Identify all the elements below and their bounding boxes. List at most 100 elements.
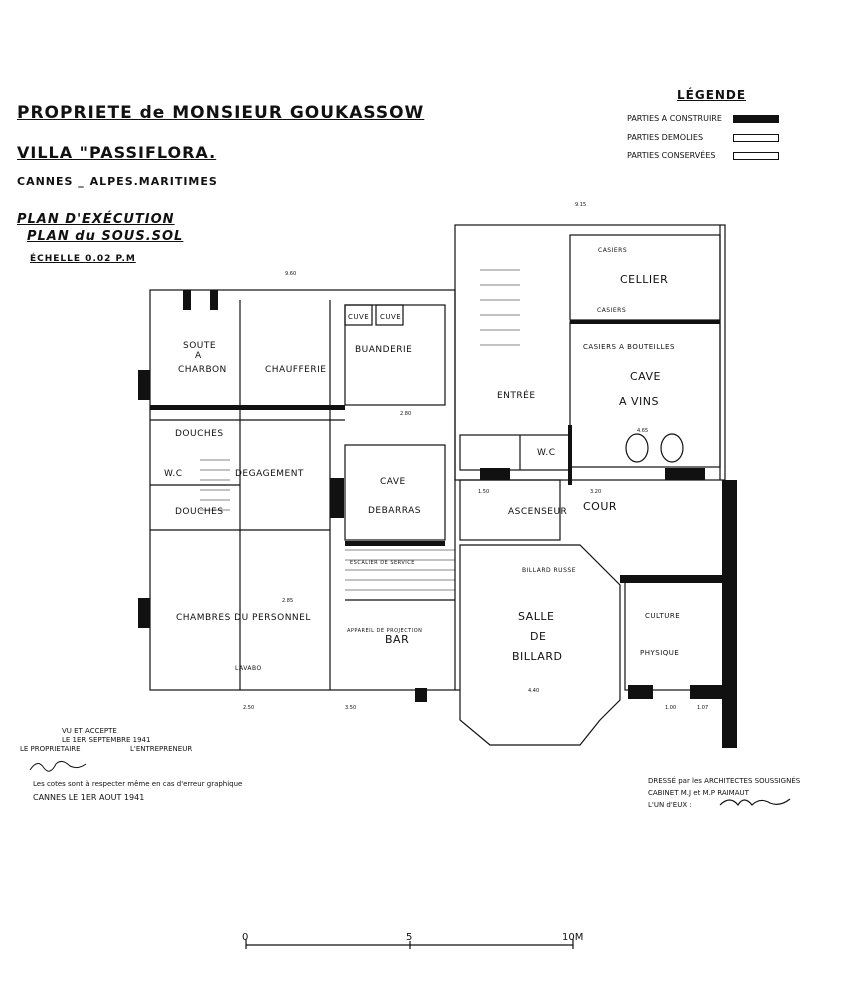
dimension-label: 3.50 xyxy=(345,705,356,711)
title-owner: PROPRIETE de MONSIEUR GOUKASSOW xyxy=(17,103,425,123)
new-wall xyxy=(665,468,705,480)
architects-line1: DRESSÉ par les ARCHITECTES SOUSSIGNÉS xyxy=(648,777,801,785)
room-label-cave-vins: A VINS xyxy=(619,395,659,408)
room-label-cave-debarras: DEBARRAS xyxy=(368,506,421,516)
outer-wall-left xyxy=(149,289,456,691)
room-label-appareil: APPAREIL DE PROJECTION xyxy=(347,628,422,634)
dimension-label: 2.85 xyxy=(282,598,293,604)
dimension-label: 2.80 xyxy=(400,411,411,417)
new-wall xyxy=(415,688,427,702)
room-label-casiers: CASIERS xyxy=(598,247,627,254)
title-location: CANNES _ ALPES.MARITIMES xyxy=(17,175,218,188)
room-label-degagement: DEGAGEMENT xyxy=(235,469,304,479)
dimension-label: 2.50 xyxy=(243,705,254,711)
room-label-ascenseur: ASCENSEUR xyxy=(508,507,567,517)
legend-item-demolies: PARTIES DEMOLIES xyxy=(627,133,779,142)
cuve-wall xyxy=(375,304,404,326)
dimension-label: 1.07 xyxy=(697,705,708,711)
room-label-billard: BILLARD xyxy=(512,650,562,663)
dimension-label: 3.20 xyxy=(590,489,601,495)
architects-line2: CABINET M.J et M.P RAIMAUT xyxy=(648,789,749,797)
legend-label: PARTIES A CONSTRUIRE xyxy=(627,114,722,123)
room-label-culture: CULTURE xyxy=(645,612,680,620)
room-label-chambres: CHAMBRES DU PERSONNEL xyxy=(176,613,311,623)
room-label-cave-vins: CAVE xyxy=(630,370,661,383)
new-wall xyxy=(330,478,344,518)
cave-debarras-wall xyxy=(344,444,446,541)
new-wall xyxy=(138,370,150,400)
scale-label: 10M xyxy=(562,932,583,943)
new-wall xyxy=(480,468,510,480)
approval-date: CANNES LE 1ER AOUT 1941 xyxy=(33,793,145,802)
dimension-label: 4.65 xyxy=(637,428,648,434)
legend-swatch xyxy=(733,151,779,160)
room-label-douches: DOUCHES xyxy=(175,429,224,439)
room-label-billard-russe: BILLARD RUSSE xyxy=(522,567,576,574)
scale-bar xyxy=(245,939,574,949)
new-wall xyxy=(690,685,722,699)
billard-wall xyxy=(459,544,621,746)
plan-scale: ÉCHELLE 0.02 P.M xyxy=(30,254,136,264)
dimension-label: 1.50 xyxy=(478,489,489,495)
new-wall xyxy=(722,480,737,748)
plan-type: PLAN D'EXÉCUTION xyxy=(17,212,175,227)
legend-label: PARTIES DEMOLIES xyxy=(627,133,704,142)
room-label-cave-debarras: CAVE xyxy=(380,477,406,487)
dimension-label: 4.40 xyxy=(528,688,539,694)
cuve-wall xyxy=(344,304,373,326)
new-wall xyxy=(345,541,445,546)
legend-swatch xyxy=(733,133,779,142)
new-wall xyxy=(210,290,218,310)
new-wall xyxy=(568,425,572,485)
scale-label: 5 xyxy=(406,932,412,943)
approval-owner: LE PROPRIETAIRE xyxy=(20,745,81,753)
approval-contractor: L'ENTREPRENEUR xyxy=(130,745,193,753)
room-label-lavabo: LAVABO xyxy=(235,665,262,672)
room-label-cuve: CUVE xyxy=(380,313,401,321)
dimension-label: 9.60 xyxy=(285,271,296,277)
new-wall xyxy=(183,290,191,310)
approval-line1: VU ET ACCEPTE xyxy=(62,727,117,735)
room-label-buanderie: BUANDERIE xyxy=(355,345,412,355)
title-villa: VILLA "PASSIFLORA. xyxy=(17,143,217,162)
new-wall xyxy=(620,575,722,583)
room-label-cour: COUR xyxy=(583,500,617,513)
barrel-icon xyxy=(660,433,684,463)
room-label-physique: PHYSIQUE xyxy=(640,649,679,657)
room-label-soute: SOUTE xyxy=(183,341,216,351)
legend-title: LÉGENDE xyxy=(677,88,747,102)
room-label-wc: W.C xyxy=(164,469,183,479)
room-label-soute: A xyxy=(195,351,202,361)
dimension-label: 9.15 xyxy=(575,202,586,208)
room-label-chaufferie: CHAUFFERIE xyxy=(265,365,326,375)
new-wall xyxy=(628,685,653,699)
room-label-escalier: ESCALIER DE SERVICE xyxy=(350,560,415,566)
approval-note: Les cotes sont à respecter même en cas d… xyxy=(33,780,243,788)
architects-line3: L'UN d'EUX : xyxy=(648,801,692,809)
new-wall xyxy=(138,598,150,628)
legend-label: PARTIES CONSERVÉES xyxy=(627,151,716,160)
new-wall xyxy=(570,320,720,324)
scale-label: 0 xyxy=(242,932,248,943)
room-label-de: DE xyxy=(530,630,546,643)
legend-item-conservees: PARTIES CONSERVÉES xyxy=(627,151,779,160)
room-label-casiers: CASIERS xyxy=(597,307,626,314)
dimension-label: 1.00 xyxy=(665,705,676,711)
outer-wall-right xyxy=(454,224,726,481)
barrel-icon xyxy=(625,433,649,463)
room-label-douches: DOUCHES xyxy=(175,507,224,517)
legend-swatch xyxy=(733,114,779,123)
room-label-salle: SALLE xyxy=(518,610,554,623)
room-label-cellier: CELLIER xyxy=(620,273,668,286)
room-label-bar: BAR xyxy=(385,633,409,646)
room-label-cuve: CUVE xyxy=(348,313,369,321)
legend-item-construire: PARTIES A CONSTRUIRE xyxy=(627,114,779,123)
room-label-wc: W.C xyxy=(537,448,556,458)
room-label-casiers-bouteilles: CASIERS A BOUTEILLES xyxy=(583,343,675,351)
approval-line2: LE 1ER SEPTEMBRE 1941 xyxy=(62,736,151,744)
culture-physique-wall xyxy=(624,579,726,691)
new-wall xyxy=(150,405,345,410)
room-label-soute: CHARBON xyxy=(178,365,227,375)
plan-level: PLAN du SOUS.SOL xyxy=(27,229,184,244)
